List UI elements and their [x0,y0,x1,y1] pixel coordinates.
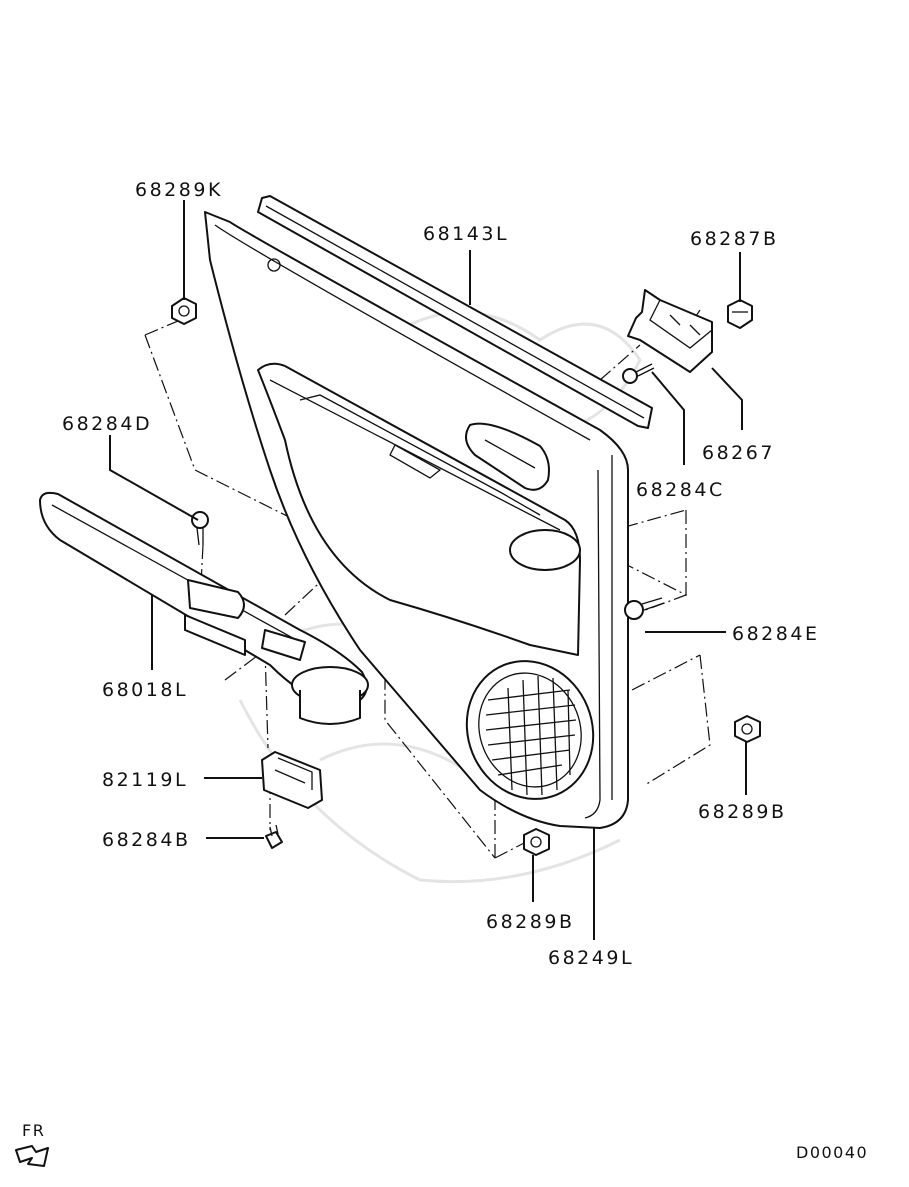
label-68289b-bottom: 68289B [486,911,574,933]
clip-68289b-bottom [523,828,550,856]
window-switch [261,751,323,809]
label-68267: 68267 [702,442,775,464]
label-68284d: 68284D [62,413,152,435]
screw-68284c [622,363,655,384]
screw-68284e [624,597,665,620]
door-trim-panel [204,211,629,829]
screw-68284d [191,511,209,546]
direction-label: FR [22,1121,45,1140]
armrest-panel [39,491,369,725]
clip-68289b-right [734,715,761,743]
label-68284e: 68284E [732,623,819,645]
clip-68287b [727,299,753,329]
label-68289b-right: 68289B [698,801,786,823]
label-68143l: 68143L [423,223,509,245]
clip-68289k [171,297,197,325]
label-68289k: 68289K [135,179,223,201]
label-68287b: 68287B [690,228,778,250]
label-68018l: 68018L [102,679,188,701]
beltline-weatherstrip [257,195,653,429]
leader-lines [109,200,747,940]
label-68249l: 68249L [548,947,634,969]
mounting-bracket [627,289,713,373]
diagram-code: D00040 [796,1143,868,1162]
label-82119l: 82119L [102,769,188,791]
front-direction-arrow-icon [15,1145,49,1167]
screw-68284b [265,824,283,849]
label-68284b: 68284B [102,829,190,851]
label-68284c: 68284C [636,479,725,501]
speaker-mesh [485,675,577,796]
